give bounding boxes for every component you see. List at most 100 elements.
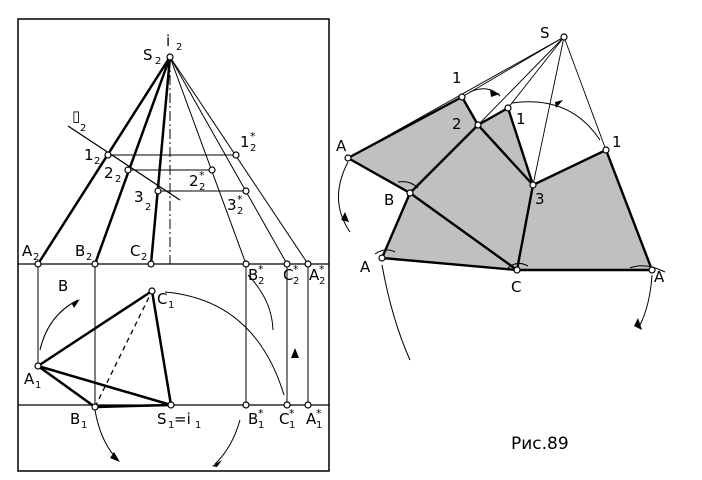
svg-text:*: * [250, 130, 256, 143]
svg-text:2: 2 [80, 123, 86, 134]
label-C: C [511, 278, 521, 296]
label-C1-star: C [279, 410, 289, 428]
label-C2-star: C [283, 266, 293, 284]
arrow-S-bottom [212, 460, 222, 467]
h-edge-A1-B1 [37, 364, 96, 409]
label-3: 3 [535, 190, 545, 208]
right-nodes [344, 33, 656, 274]
svg-text:1: 1 [81, 420, 87, 431]
left-labels: i 2 S 2 ▯ 2 1 2 2 2 3 2 1 * 2 2 * 2 3 * … [22, 32, 325, 431]
label-B2: B [75, 242, 85, 260]
svg-text:2: 2 [237, 206, 243, 217]
svg-text:2: 2 [258, 276, 264, 287]
cutting-plane-trace [67, 125, 181, 201]
svg-text:2: 2 [199, 182, 205, 193]
right-labels: S 1 2 1 1 3 A B A C A [336, 24, 665, 296]
left-nodes [34, 53, 312, 411]
label-plane: ▯ [72, 107, 80, 125]
svg-text:1: 1 [35, 380, 41, 391]
label-1-2: 1 [84, 146, 94, 164]
svg-text:*: * [258, 263, 264, 276]
rotation-arcs [338, 88, 666, 361]
edge-S2-A2star [169, 56, 309, 265]
arc-arrows [341, 90, 642, 330]
svg-text:2: 2 [94, 156, 100, 167]
arc-B1-down [94, 409, 117, 459]
label-A2: A [22, 242, 33, 260]
label-3-2: 3 [134, 188, 144, 206]
svg-text:*: * [289, 407, 295, 420]
edge-S2-C2 [149, 56, 172, 265]
edge-S2-B2star [169, 56, 247, 265]
h-edge-A1-C1 [37, 289, 153, 368]
label-2: 2 [452, 115, 462, 133]
svg-text:*: * [293, 263, 299, 276]
label-2-2-star: 2 [189, 172, 199, 190]
h-edge-B1-S1 [94, 403, 172, 409]
h-edge-C1-S1 [150, 290, 173, 406]
svg-text:2: 2 [141, 252, 147, 263]
svg-text:1: 1 [195, 420, 201, 431]
label-S1: S [157, 410, 167, 428]
label-C2: C [130, 242, 140, 260]
label-A2-star: A [309, 266, 320, 284]
left-view [18, 53, 329, 467]
label-S: S [540, 24, 550, 42]
svg-text:*: * [199, 169, 205, 182]
label-B: B [384, 191, 394, 209]
h-edge-A1-S1 [37, 364, 172, 407]
svg-text:2: 2 [319, 276, 325, 287]
label-B1-star: B [248, 410, 258, 428]
label-B1: B [70, 410, 80, 428]
arc-B-star [247, 274, 274, 331]
label-B-rot: B [58, 277, 68, 295]
label-B2-star: B [248, 266, 258, 284]
arc-C-rotation [164, 291, 285, 396]
face-right [516, 149, 653, 271]
arrow-B-rotation [72, 299, 80, 308]
label-A1-star: A [306, 410, 317, 428]
label-A-bottom: A [360, 258, 371, 276]
edge-S2-A2 [36, 56, 172, 265]
svg-text:2: 2 [86, 252, 92, 263]
label-i2: i [166, 32, 170, 50]
edge-S2-B2 [93, 56, 172, 265]
h-hidden-B1-C1 [94, 290, 153, 408]
figure-caption: Рис.89 [511, 434, 569, 454]
arrow-B1-down [110, 452, 120, 462]
edge-S2-C2star [169, 56, 288, 265]
label-i1: =i [174, 410, 191, 428]
svg-text:2: 2 [250, 143, 256, 154]
svg-text:2: 2 [293, 276, 299, 287]
right-view [338, 33, 666, 361]
label-1-b: 1 [516, 110, 526, 128]
arrow-C-link [291, 348, 299, 358]
svg-text:1: 1 [168, 300, 174, 311]
left-frame [17, 18, 330, 472]
svg-text:*: * [237, 193, 243, 206]
label-S2: S [143, 46, 153, 64]
svg-text:2: 2 [145, 202, 151, 213]
svg-text:1: 1 [258, 420, 264, 431]
label-A-top: A [336, 137, 347, 155]
svg-text:1: 1 [289, 420, 295, 431]
svg-text:2: 2 [176, 42, 182, 53]
label-A1: A [24, 370, 35, 388]
arc-B-rotation [39, 299, 79, 351]
svg-text:1: 1 [168, 420, 174, 431]
svg-text:*: * [316, 407, 322, 420]
label-1-c: 1 [612, 133, 622, 151]
label-A-right: A [654, 268, 665, 286]
svg-text:*: * [258, 407, 264, 420]
label-1-a: 1 [452, 69, 462, 87]
svg-text:2: 2 [155, 56, 161, 67]
label-3-2-star: 3 [227, 196, 237, 214]
arc-S-bottom [214, 419, 241, 465]
label-C1: C [157, 290, 167, 308]
svg-text:2: 2 [115, 174, 121, 185]
svg-text:2: 2 [33, 252, 39, 263]
svg-text:1: 1 [316, 420, 322, 431]
label-2-2: 2 [104, 164, 114, 182]
label-1-2-star: 1 [240, 133, 250, 151]
